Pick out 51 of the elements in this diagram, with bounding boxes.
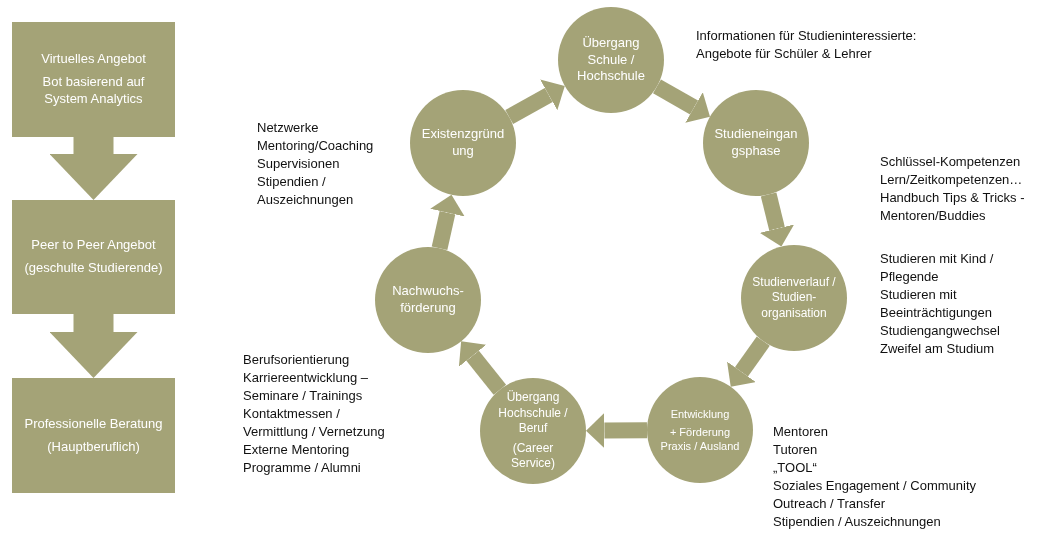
annotation-text: Tutoren <box>773 441 819 459</box>
node-text: Studieneingangsphase <box>714 126 798 160</box>
annotation-text: Mentoren <box>773 423 829 441</box>
node-text: (Career Service) <box>510 440 556 472</box>
annotation-text: „TOOL“ <box>773 459 818 477</box>
annotation-text: Zweifel am Studium <box>880 340 996 358</box>
node-text: Bot basierend auf System Analytics <box>41 74 146 108</box>
annotation-text: Schlüssel-Kompetenzen <box>880 153 1022 171</box>
node-text: Entwicklung <box>670 406 730 421</box>
node-text: + Förderung Praxis / Ausland <box>659 424 741 454</box>
annotation-text: Kontaktmessen / Vermittlung / Vernetzung <box>243 405 386 441</box>
annotation-text: Stipendien / Auszeichnungen <box>257 173 355 209</box>
node-text: Peer to Peer Angebot <box>31 237 156 254</box>
annotation-text: Netzwerke <box>257 119 320 137</box>
node-text: (geschulte Studierende) <box>24 260 163 277</box>
annotation-text: Soziales Engagement / Community <box>773 477 978 495</box>
process-box <box>12 22 175 137</box>
annotation-text: Studiengangwechsel <box>880 322 1001 340</box>
block-arrow <box>505 79 565 125</box>
annotation-text: Berufsorientierung <box>243 351 351 369</box>
annotation-text: Outreach / Transfer <box>773 495 886 513</box>
annotation-text: Supervisionen <box>257 155 341 173</box>
node-text: Übergang Schule / Hochschule <box>576 34 646 86</box>
annotation-text: Handbuch Tips & Tricks - <box>880 189 1026 207</box>
annotation-text: Externe Mentoring Programme / Alumni <box>243 441 362 477</box>
process-box <box>12 200 175 314</box>
node-text: Nachwuchs-förderung <box>391 283 465 317</box>
annotation-text: Stipendien / Auszeichnungen <box>773 513 942 531</box>
block-arrow <box>49 137 138 200</box>
block-arrow <box>49 314 138 378</box>
node-text: (Hauptberuflich) <box>47 438 140 456</box>
block-arrow <box>458 341 507 395</box>
block-arrow <box>653 79 710 123</box>
block-arrow <box>727 336 770 387</box>
annotation-text: Mentoren/Buddies <box>880 207 987 225</box>
annotation-text: Karriereentwicklung – Seminare / Trainings <box>243 369 369 405</box>
annotation-text: Studieren mit Kind / Pflegende <box>880 250 995 286</box>
annotation-text: Informationen für Studieninteressierte: <box>696 27 918 45</box>
node-text: Existenzgründung <box>421 126 505 160</box>
node-text: Studienverlauf / Studien-organisation <box>752 274 836 322</box>
process-box <box>12 378 175 493</box>
annotation-text: Lern/Zeitkompetenzen… <box>880 171 1024 189</box>
block-arrow <box>586 412 648 449</box>
node-text: Virtuelles Angebot <box>41 51 146 69</box>
node-text: Übergang Hochschule / Beruf <box>497 390 569 437</box>
annotation-text: Studieren mit Beeinträchtigungen <box>880 286 994 322</box>
block-arrow <box>430 194 465 250</box>
node-text: Professionelle Beratung <box>24 415 163 433</box>
block-arrow <box>759 192 795 247</box>
annotation-text: Mentoring/Coaching <box>257 137 375 155</box>
annotation-text: Angebote für Schüler & Lehrer <box>696 45 873 63</box>
